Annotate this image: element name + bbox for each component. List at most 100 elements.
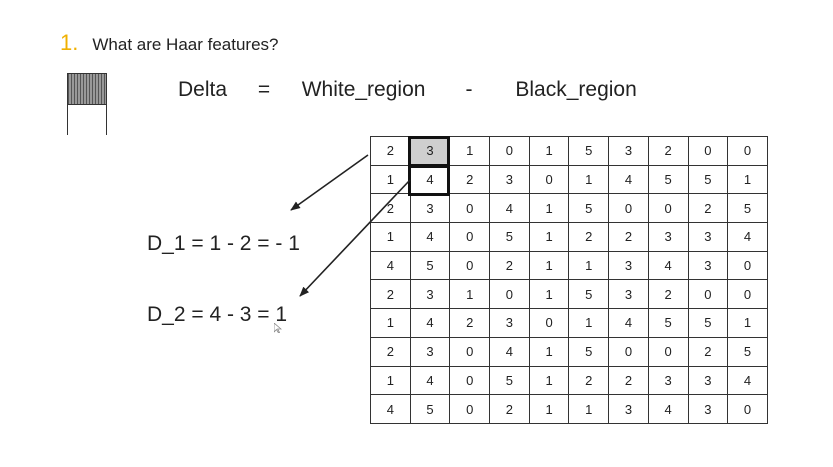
grid-cell: 4	[608, 308, 649, 338]
grid-cell: 0	[449, 193, 491, 224]
grid-cell: 5	[568, 193, 610, 224]
grid-cell: 0	[647, 193, 689, 224]
grid-cell: 1	[727, 308, 768, 338]
grid-cell: 1	[370, 222, 411, 252]
grid-cell: 0	[727, 136, 768, 166]
grid-cell: 0	[449, 365, 491, 396]
haar-feature-icon	[67, 73, 107, 135]
grid-cell: 3	[409, 336, 451, 367]
formula-minus: -	[465, 78, 473, 101]
grid-cell: 2	[687, 193, 729, 224]
grid-cell: 1	[528, 222, 570, 252]
grid-cell: 4	[409, 164, 451, 195]
grid-cell: 5	[647, 308, 689, 338]
grid-cell: 2	[687, 336, 729, 367]
grid-cell: 2	[608, 365, 649, 396]
white-region-swatch	[68, 105, 106, 135]
grid-cell: 4	[489, 193, 530, 224]
heading-text: What are Haar features?	[92, 35, 279, 54]
grid-cell: 2	[370, 193, 411, 224]
arrow-to-d1	[290, 154, 369, 211]
grid-cell: 4	[409, 222, 451, 252]
grid-cell: 3	[489, 164, 530, 195]
grid-cell: 0	[449, 394, 491, 424]
grid-cell: 5	[568, 336, 610, 367]
grid-cell: 1	[528, 250, 570, 281]
grid-cell: 5	[687, 308, 729, 338]
grid-cell: 5	[568, 136, 610, 166]
grid-cell: 0	[489, 279, 530, 310]
grid-cell: 4	[608, 164, 649, 195]
grid-cell: 5	[647, 164, 689, 195]
grid-cell: 4	[409, 308, 451, 338]
grid-cell: 4	[409, 365, 451, 396]
grid-cell: 2	[449, 308, 491, 338]
grid-cell: 0	[528, 164, 570, 195]
grid-cell: 2	[449, 164, 491, 195]
grid-cell: 0	[449, 336, 491, 367]
grid-cell: 0	[528, 308, 570, 338]
equation-d2: D_2 = 4 - 3 = 1	[147, 303, 288, 326]
grid-cell: 3	[687, 365, 729, 396]
grid-cell: 1	[370, 308, 411, 338]
grid-cell: 4	[647, 250, 689, 281]
grid-cell: 2	[647, 136, 689, 166]
grid-cell: 0	[449, 250, 491, 281]
grid-cell: 0	[687, 136, 729, 166]
grid-cell: 2	[370, 336, 411, 367]
grid-cell: 1	[568, 164, 610, 195]
grid-cell: 3	[687, 222, 729, 252]
grid-cell: 3	[687, 250, 729, 281]
grid-cell: 5	[727, 193, 768, 224]
grid-cell: 3	[608, 394, 649, 424]
grid-cell: 3	[608, 250, 649, 281]
grid-cell: 1	[568, 250, 610, 281]
grid-cell: 0	[449, 222, 491, 252]
grid-cell: 1	[528, 279, 570, 310]
grid-cell: 5	[489, 365, 530, 396]
grid-cell: 1	[727, 164, 768, 195]
grid-cell: 4	[647, 394, 689, 424]
grid-cell: 4	[370, 250, 411, 281]
black-region-swatch	[68, 74, 106, 105]
grid-cell: 5	[687, 164, 729, 195]
grid-cell: 4	[727, 365, 768, 396]
grid-cell: 4	[370, 394, 411, 424]
grid-cell: 0	[608, 193, 649, 224]
grid-cell: 2	[568, 222, 610, 252]
formula-white-region: White_region	[301, 78, 426, 101]
grid-cell: 1	[528, 193, 570, 224]
grid-cell: 3	[409, 193, 451, 224]
grid-cell: 4	[727, 222, 768, 252]
grid-cell: 0	[727, 394, 768, 424]
grid-cell: 2	[370, 279, 411, 310]
grid-cell: 2	[647, 279, 689, 310]
grid-cell: 1	[528, 394, 570, 424]
grid-cell: 3	[608, 279, 649, 310]
heading-number: 1.	[60, 30, 79, 55]
grid-cell: 1	[528, 336, 570, 367]
grid-cell: 1	[568, 394, 610, 424]
delta-formula: Delta = White_region - Black_region	[178, 78, 637, 102]
grid-cell: 0	[489, 136, 530, 166]
equation-d1: D_1 = 1 - 2 = - 1	[147, 232, 300, 255]
slide-heading: 1. What are Haar features?	[60, 30, 279, 56]
grid-cell: 1	[370, 365, 411, 396]
grid-cell: 5	[489, 222, 530, 252]
grid-cell: 3	[687, 394, 729, 424]
grid-cell: 2	[370, 136, 411, 166]
grid-cell: 0	[727, 250, 768, 281]
formula-delta: Delta	[178, 78, 228, 101]
grid-cell: 0	[608, 336, 649, 367]
